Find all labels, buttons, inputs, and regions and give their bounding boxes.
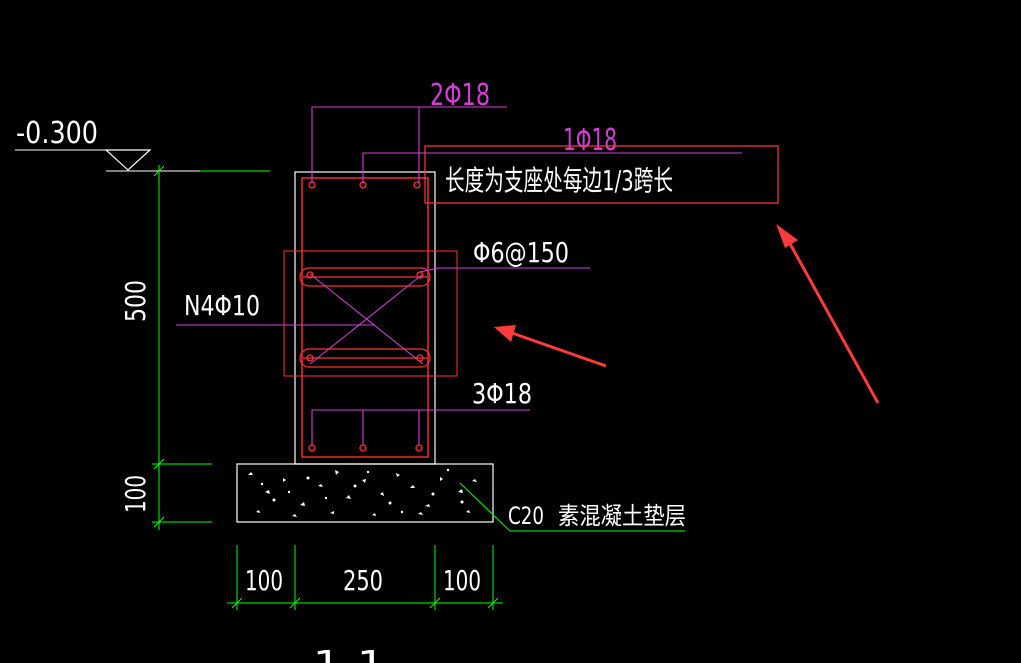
- annotation-arrow-2: [494, 325, 607, 368]
- height-dim-pad: 100: [119, 475, 152, 513]
- stirrup-label: Φ6@150: [473, 236, 569, 269]
- support-note: 长度为支座处每边1/3跨长: [445, 164, 673, 197]
- support-note-box: [424, 145, 779, 204]
- bottom-bar-3: [415, 444, 423, 452]
- concrete-pad: [236, 463, 494, 523]
- bottom-bars-label: 3Φ18: [472, 377, 532, 410]
- width-dim-center: 250: [343, 564, 383, 597]
- side-bar-1: [306, 271, 314, 279]
- leaders: [311, 106, 742, 445]
- bottom-bar-2: [359, 444, 367, 452]
- vertical-dimensions: [152, 165, 212, 530]
- width-dim-right: 100: [443, 564, 481, 597]
- bottom-bar-1: [308, 444, 316, 452]
- cross-ties: [299, 267, 431, 368]
- horizontal-dimensions: [227, 545, 503, 610]
- side-bar-3: [306, 354, 314, 362]
- support-bar-label: 1Φ18: [563, 123, 617, 158]
- tie-bar-region: [283, 250, 458, 377]
- pad-hatch: [248, 468, 477, 517]
- elevation-label: -0.300: [16, 116, 98, 151]
- top-bar-3: [413, 181, 421, 189]
- side-bar-4: [416, 354, 424, 362]
- pad-label-grade: C20: [508, 502, 544, 530]
- section-label: 1-1: [313, 644, 385, 663]
- width-dim-left: 100: [245, 564, 283, 597]
- top-bars-label: 2Φ18: [430, 78, 490, 113]
- rebar-dots: [306, 181, 424, 452]
- pad-label-text: 素混凝土垫层: [558, 502, 686, 530]
- stirrup: [301, 177, 429, 458]
- pad-leader: [459, 482, 685, 532]
- height-dim-main: 500: [119, 280, 152, 322]
- diagonal-ties: [176, 273, 424, 365]
- annotation-arrow-1: [776, 224, 880, 404]
- elevation-marker: -0.300: [15, 116, 270, 172]
- side-bars-label: N4Φ10: [184, 289, 260, 322]
